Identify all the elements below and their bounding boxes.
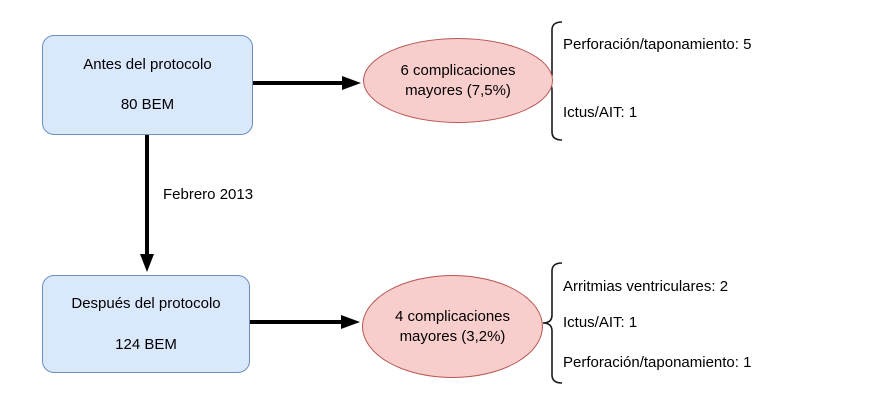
before-detail-perforacion: Perforación/taponamiento: 5	[563, 36, 752, 53]
transition-date-label: Febrero 2013	[163, 186, 254, 203]
after-protocol-box: Después del protocolo 124 BEM	[42, 275, 250, 373]
after-detail-ictus: Ictus/AIT: 1	[563, 314, 638, 331]
before-protocol-box: Antes del protocolo 80 BEM	[42, 35, 253, 135]
brace-after-details	[542, 262, 563, 384]
after-complications-ellipse: 4 complicaciones mayores (3,2%)	[362, 275, 543, 378]
before-complications-label: 6 complicaciones mayores (7,5%)	[400, 61, 516, 99]
after-protocol-count: 124 BEM	[115, 335, 177, 353]
after-detail-arritmias: Arritmias ventriculares: 2	[563, 278, 729, 295]
before-complications-ellipse: 6 complicaciones mayores (7,5%)	[363, 38, 553, 123]
arrow-after-to-complications	[250, 315, 360, 329]
after-protocol-title: Después del protocolo	[71, 294, 221, 312]
arrow-before-to-after	[140, 135, 154, 272]
before-protocol-count: 80 BEM	[120, 96, 175, 113]
before-detail-ictus: Ictus/AIT: 1	[563, 104, 638, 121]
arrow-before-to-complications	[253, 76, 361, 90]
after-complications-label: 4 complicaciones mayores (3,2%)	[394, 307, 511, 345]
after-detail-perforacion: Perforación/taponamiento: 1	[563, 354, 752, 371]
before-protocol-title: Antes del protocolo	[83, 56, 212, 73]
